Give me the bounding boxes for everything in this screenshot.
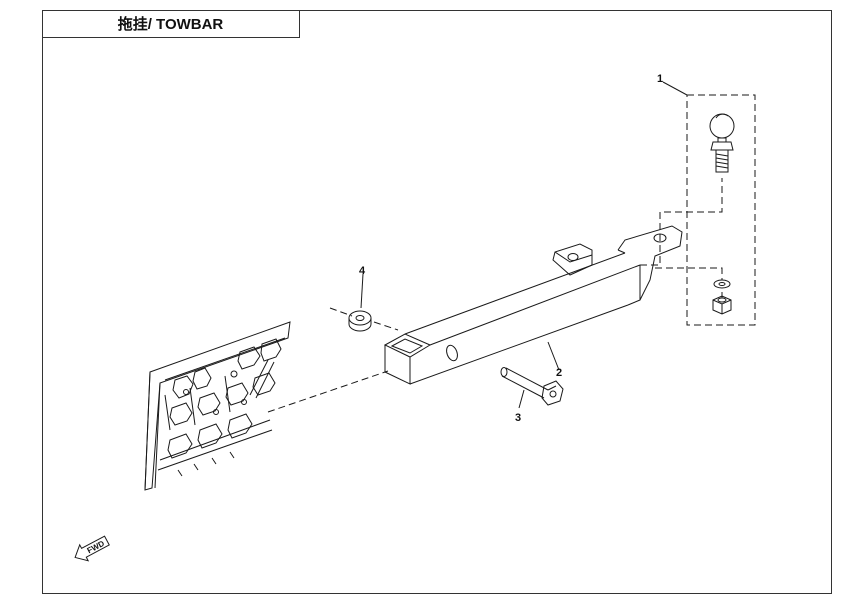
hitch-kit-box	[686, 94, 756, 326]
hitch-ball-drawing	[709, 113, 735, 315]
drawing-frame	[42, 10, 832, 594]
page-title: 拖挂/ TOWBAR	[42, 10, 300, 38]
callout-3: 3	[515, 412, 521, 424]
leader-lines	[360, 81, 688, 409]
towbar-tube-drawing	[383, 225, 683, 385]
alignment-lines	[267, 178, 723, 413]
washer-drawing	[348, 310, 372, 332]
hitch-pin-drawing	[500, 367, 564, 406]
callout-1: 1	[657, 73, 663, 85]
callout-4: 4	[359, 265, 366, 277]
fwd-arrow-icon: FWD	[74, 535, 110, 562]
page-title-text: 拖挂/ TOWBAR	[117, 16, 224, 33]
callout-2: 2	[556, 367, 562, 379]
vehicle-frame-drawing	[144, 321, 291, 491]
